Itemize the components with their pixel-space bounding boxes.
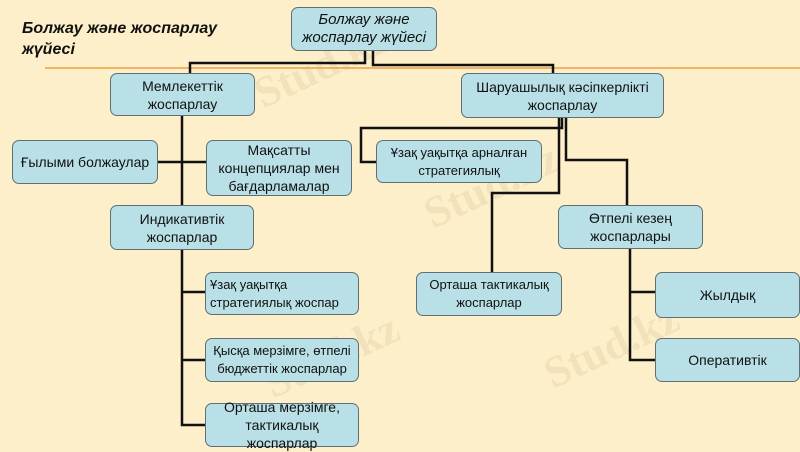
node-targeted-programs: Мақсатты концепциялар мен бағдарламалар — [206, 140, 352, 196]
node-long-term-strategic: Ұзақ уақытқа арналған стратегиялық — [376, 140, 542, 183]
connector — [490, 118, 561, 272]
node-scientific-forecasts: Ғылыми болжаулар — [12, 140, 158, 184]
connector — [628, 249, 655, 362]
connector — [371, 51, 555, 73]
node-mid-tactical: Орташа тактикалық жоспарлар — [416, 272, 562, 316]
connector — [564, 118, 629, 205]
node-farm-planning: Шаруашылық кәсіпкерлікті жоспарлау — [461, 73, 664, 118]
node-transition-plans: Өтпелі кезең жоспарлары — [558, 205, 703, 249]
node-long-term-strategic-plan: Ұзақ уақытқа стратегиялық жоспар — [205, 272, 359, 315]
node-short-budget: Қысқа мерзімге, өтпелі бюджеттік жоспарл… — [205, 338, 359, 382]
slide-title: Болжау және жоспарлау жүйесі — [22, 20, 217, 58]
connector — [188, 51, 367, 73]
node-medium-tactical: Орташа мерзімге, тактикалық жоспарлар — [205, 399, 359, 451]
node-annual: Жылдық — [655, 272, 800, 318]
node-indicative-plans: Индикативтік жоспарлар — [110, 205, 254, 250]
node-root: Болжау және жоспарлау жүйесі — [291, 7, 437, 51]
node-state-planning: Мемлекеттік жоспарлау — [110, 73, 255, 116]
connector — [359, 118, 564, 164]
node-operative: Оперативтік — [655, 338, 800, 382]
